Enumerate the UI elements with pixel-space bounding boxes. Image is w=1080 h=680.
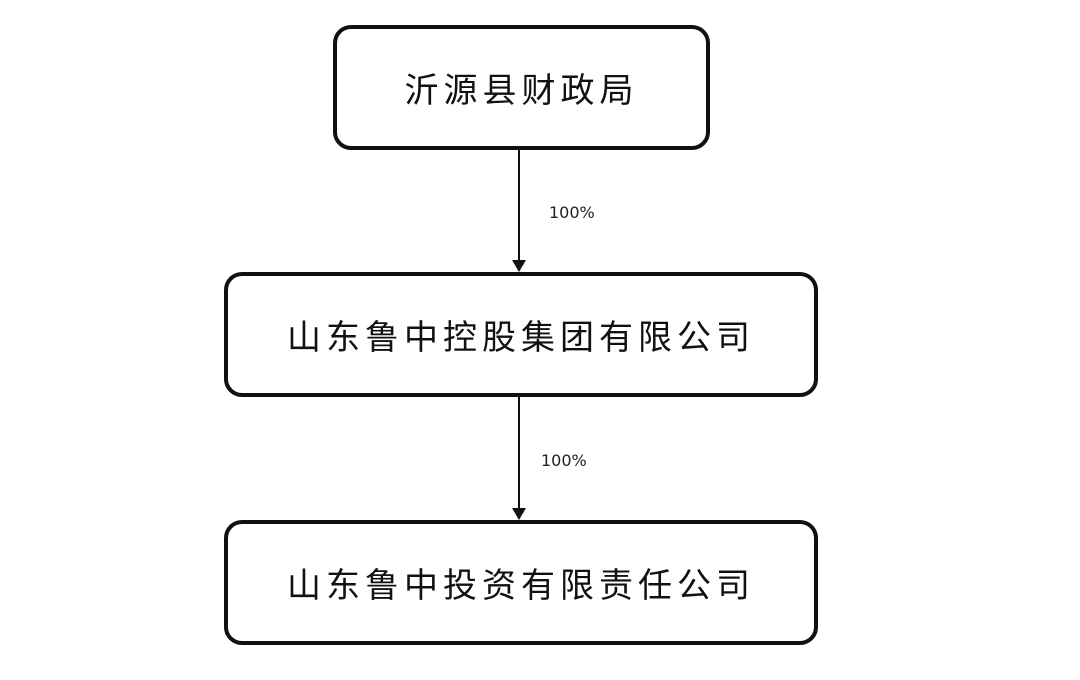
node-investment-company: 山东鲁中投资有限责任公司 [224, 520, 818, 645]
node-holding-group: 山东鲁中控股集团有限公司 [224, 272, 818, 397]
node-finance-bureau-label: 沂源县财政局 [404, 71, 639, 111]
edge-label-ownership-2: 100% [541, 451, 587, 470]
arrowhead-1 [512, 260, 526, 272]
node-investment-company-label: 山东鲁中投资有限责任公司 [287, 566, 755, 606]
node-holding-group-label: 山东鲁中控股集团有限公司 [287, 318, 755, 358]
node-finance-bureau: 沂源县财政局 [333, 25, 710, 150]
arrowhead-2 [512, 508, 526, 520]
edge-label-ownership-1: 100% [549, 203, 595, 222]
